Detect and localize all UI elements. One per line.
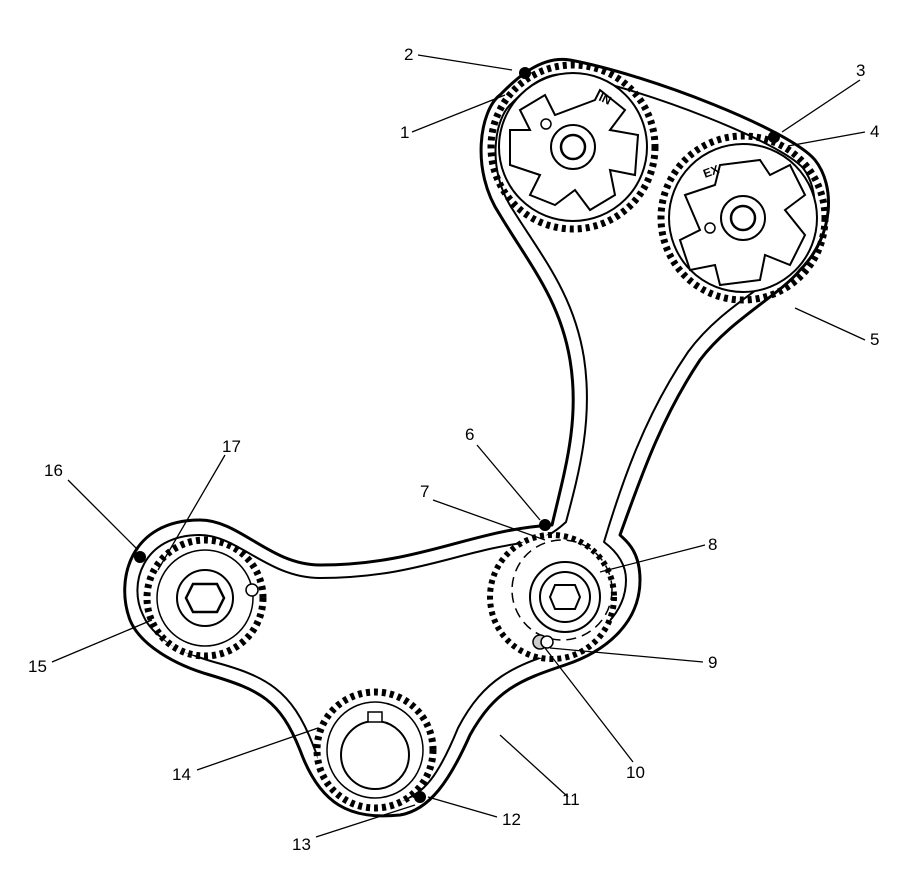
- callout-8: 8: [708, 535, 717, 554]
- belt-clip-top-intake: [519, 67, 531, 79]
- belt-clip-bottom: [414, 791, 426, 803]
- tensioner-pulley: [487, 532, 617, 662]
- callout-16: 16: [44, 461, 63, 480]
- belt-clip-top-exhaust: [768, 131, 780, 143]
- intake-camshaft-sprocket: IN: [487, 61, 659, 233]
- exhaust-camshaft-sprocket: EX: [657, 132, 829, 304]
- callout-9: 9: [708, 653, 717, 672]
- crankshaft-sprocket: [313, 688, 437, 812]
- belt-clip-middle: [539, 519, 551, 531]
- callout-7: 7: [420, 482, 429, 501]
- idler-sprocket: [143, 536, 267, 660]
- callout-12: 12: [502, 810, 521, 829]
- exhaust-sprocket-label: EX: [701, 162, 721, 181]
- callout-3: 3: [856, 61, 865, 80]
- intake-sprocket-label: IN: [597, 90, 614, 108]
- callout-11: 11: [562, 790, 580, 809]
- callout-14: 14: [172, 765, 191, 784]
- belt-clip-left: [134, 551, 146, 563]
- callout-6: 6: [465, 425, 474, 444]
- callout-10: 10: [626, 763, 645, 782]
- callout-13: 13: [292, 835, 311, 854]
- callout-5: 5: [870, 330, 879, 349]
- callout-1: 1: [400, 123, 409, 142]
- callout-2: 2: [404, 45, 413, 64]
- callout-17: 17: [222, 437, 241, 456]
- callout-labels: 1 2 3 4 5 6 7 8 9 10 11 12 13 14 15 16 1…: [28, 45, 879, 854]
- belt-clips: [134, 67, 780, 803]
- callout-4: 4: [870, 122, 879, 141]
- leader-lines: [51, 54, 866, 838]
- callout-15: 15: [28, 657, 47, 676]
